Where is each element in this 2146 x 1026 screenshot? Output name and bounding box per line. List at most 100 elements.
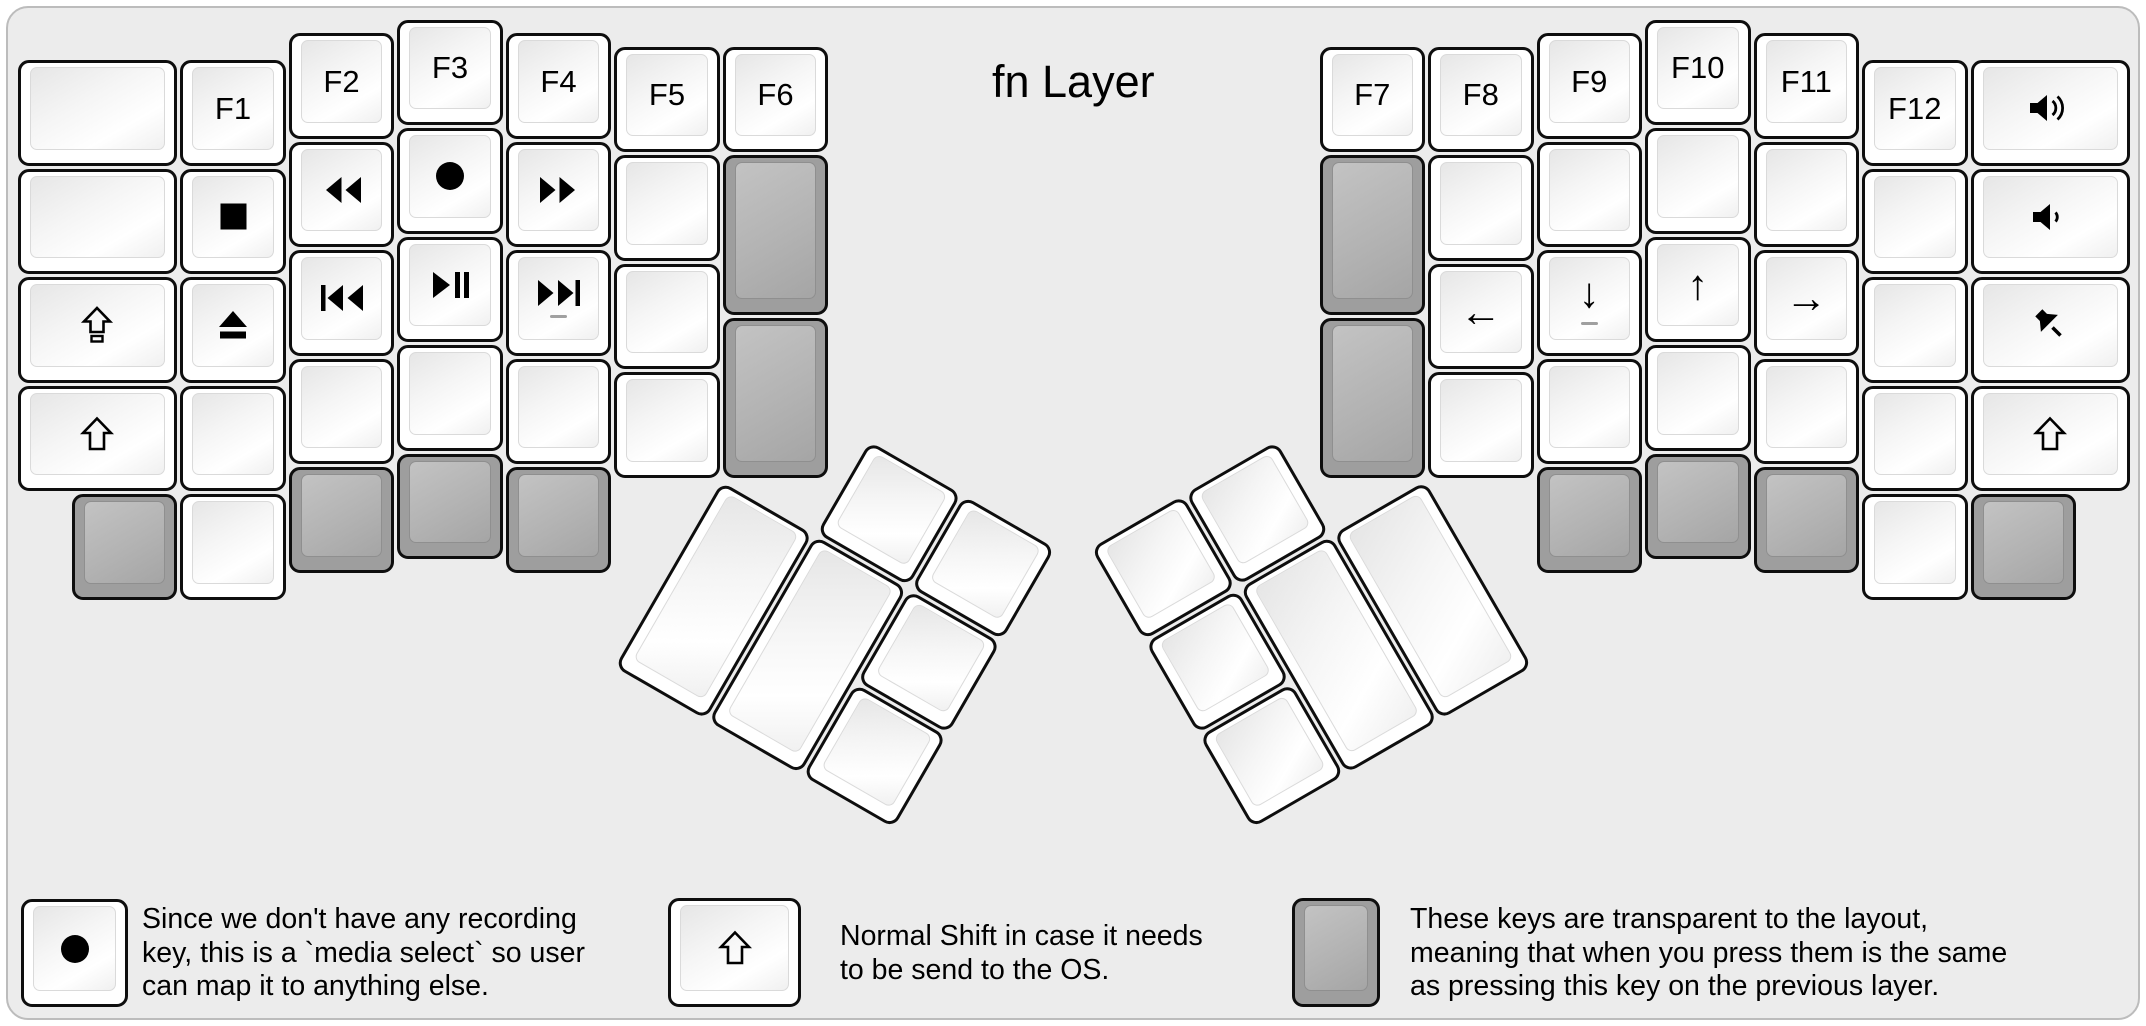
legend-line: can map it to anything else. [142,970,489,1002]
keycap-surface [29,284,166,367]
key-blank[interactable] [1753,141,1859,248]
key-blank[interactable] [1862,385,1968,492]
key-blank[interactable] [614,263,720,370]
keycap-surface: F5 [626,53,708,137]
key-eject[interactable] [180,277,286,383]
key-transparent[interactable] [1645,453,1751,559]
key-transparent[interactable] [722,155,829,315]
key-f7[interactable]: F7 [1319,46,1425,153]
key-f4[interactable]: F4 [505,33,612,139]
key-shift[interactable] [1970,385,2131,492]
key-blank[interactable] [1428,155,1534,261]
key-caps-lock[interactable] [17,277,178,383]
key-play-pause[interactable] [397,236,503,342]
key-legend-text: F3 [431,50,469,86]
key-fast-forward[interactable] [505,141,612,248]
key-f10[interactable]: F10 [1645,19,1751,125]
keycap-surface [1548,148,1630,232]
key-arrow-left[interactable]: ← [1428,263,1534,370]
keycap-surface [1304,905,1368,991]
key-blank[interactable] [1428,372,1534,478]
keycap-surface [29,67,166,150]
keycap-surface: ↓ [1548,257,1630,340]
keycap-surface [1548,474,1630,557]
key-blank[interactable] [1536,358,1642,465]
keycap-surface [1657,460,1739,543]
key-arrow-right[interactable]: → [1753,250,1859,356]
key-f5[interactable]: F5 [614,46,720,153]
key-f1[interactable]: F1 [180,60,286,166]
keycap-surface [1874,392,1956,476]
keycap-surface [626,162,708,245]
key-blank[interactable] [1862,494,1968,600]
key-blank[interactable] [17,60,178,166]
key-blank[interactable] [1862,277,1968,383]
keycap-surface [734,324,817,462]
key-blank[interactable] [17,168,178,275]
keycap-surface: → [1765,257,1847,340]
key-volume-down[interactable] [1970,168,2131,275]
record-icon [435,161,465,191]
key-blank[interactable] [1645,128,1751,234]
keycap-surface: F10 [1657,26,1739,109]
key-blank[interactable] [1862,168,1968,275]
volume-down-icon [2031,200,2069,234]
key-blank[interactable] [1753,358,1859,465]
key-next-track[interactable] [505,250,612,356]
key-f8[interactable]: F8 [1428,46,1534,153]
key-f3[interactable]: F3 [397,19,503,125]
key-transparent[interactable] [1536,467,1642,573]
key-blank[interactable] [288,358,395,465]
key-shift[interactable] [17,385,178,492]
legend-key-media-select [21,899,128,1007]
key-arrow-down[interactable]: ↓ [1536,250,1642,356]
key-blank[interactable] [1645,345,1751,451]
key-f12[interactable]: F12 [1862,60,1968,166]
key-f11[interactable]: F11 [1753,33,1859,139]
key-transparent[interactable] [722,317,829,478]
key-f6[interactable]: F6 [722,46,829,153]
key-transparent[interactable] [505,467,612,573]
key-f2[interactable]: F2 [288,33,395,139]
key-blank[interactable] [614,372,720,478]
key-arrow-up[interactable]: ↑ [1645,236,1751,342]
key-rewind[interactable] [288,141,395,248]
key-transparent[interactable] [1753,467,1859,573]
play-pause-icon [431,271,470,299]
key-volume-up[interactable] [1970,60,2131,166]
key-transparent[interactable] [1319,155,1425,315]
key-transparent[interactable] [71,494,178,600]
keycap-surface [1765,365,1847,449]
key-legend-text: F10 [1671,50,1725,86]
keycap-surface [409,352,491,435]
keycap-surface: F12 [1874,67,1956,150]
key-transparent[interactable] [397,453,503,559]
key-legend-text: F7 [1354,77,1391,113]
key-stop[interactable] [180,168,286,275]
key-media-select[interactable] [397,128,503,234]
legend-line: Normal Shift in case it needs [840,920,1203,952]
key-blank[interactable] [397,345,503,451]
keycap-surface [192,284,274,367]
key-blank[interactable] [505,358,612,465]
key-legend-text: F12 [1888,90,1942,126]
key-mute[interactable] [1970,277,2131,383]
key-blank[interactable] [1536,141,1642,248]
keycap-surface: F2 [300,40,383,123]
key-transparent[interactable] [288,467,395,573]
homing-dash [1580,321,1598,326]
keycap-surface [626,379,708,462]
keycap-surface [1874,501,1956,584]
key-blank[interactable] [180,385,286,492]
key-f9[interactable]: F9 [1536,33,1642,139]
keycap-surface [1874,175,1956,259]
key-blank[interactable] [180,494,286,600]
key-transparent[interactable] [1319,317,1425,478]
key-previous-track[interactable] [288,250,395,356]
record-icon [60,934,90,964]
key-transparent[interactable] [1970,494,2076,600]
previous-track-icon [319,284,365,312]
key-blank[interactable] [614,155,720,261]
volume-up-icon [2028,91,2072,125]
keycap-surface [1982,501,2064,584]
